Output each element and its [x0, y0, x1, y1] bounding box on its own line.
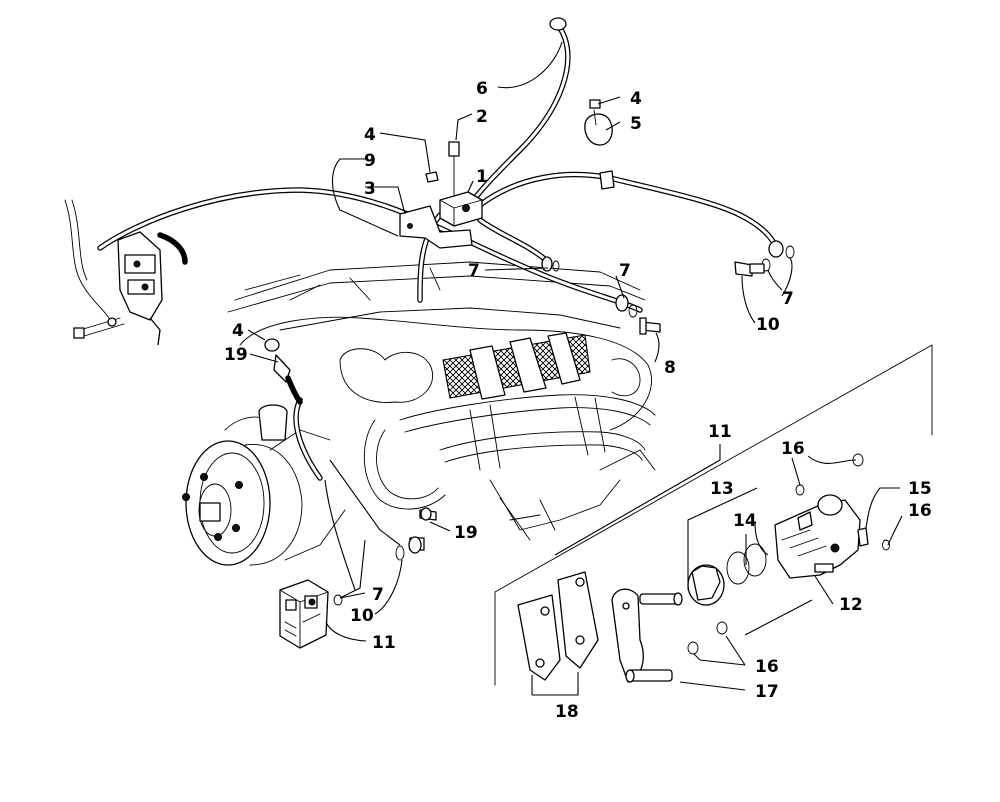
callout-12: 12: [839, 595, 863, 615]
callout-4-top: 4: [364, 125, 376, 145]
callout-15: 15: [908, 479, 932, 499]
callout-7-upper-right: 7: [619, 261, 631, 281]
callout-8: 8: [664, 358, 676, 378]
callout-3: 3: [364, 179, 376, 199]
left-lower-fittings: [264, 338, 437, 606]
callout-18: 18: [555, 702, 579, 722]
hose-clamp: [541, 99, 795, 335]
callout-1: 1: [476, 167, 488, 187]
callout-5: 5: [630, 114, 642, 134]
callout-6: 6: [476, 79, 488, 99]
brake-lines: [64, 25, 778, 591]
callout-16-top: 16: [781, 439, 805, 459]
front-hub-assembly: [182, 404, 346, 566]
callout-7-center: 7: [468, 261, 480, 281]
callout-11-box: 11: [708, 422, 732, 442]
callout-13: 13: [710, 479, 734, 499]
callout-4-right: 4: [630, 89, 642, 109]
callout-4-left: 4: [232, 321, 244, 341]
exploded-caliper-view: [494, 344, 933, 686]
junction-block: [399, 17, 567, 249]
callout-16-lower: 16: [755, 657, 779, 677]
callout-16-right: 16: [908, 501, 932, 521]
leader-lines: [247, 41, 903, 696]
master-cylinder: [73, 231, 163, 346]
callout-14: 14: [733, 511, 757, 531]
atv-front-body: [227, 261, 656, 541]
callout-2: 2: [476, 107, 488, 127]
callout-9: 9: [364, 151, 376, 171]
caliper-installed: [279, 579, 329, 649]
callout-7-right: 7: [782, 289, 794, 309]
callout-7-lower: 7: [372, 585, 384, 605]
callout-19-lower: 19: [454, 523, 478, 543]
callout-10-right: 10: [756, 315, 780, 335]
callout-11-lower: 11: [372, 633, 396, 653]
callout-labels: 1 2 3 4 4 4 5 6 7 7 7 7 8 9 10 10 11 11 …: [224, 79, 932, 722]
callout-17: 17: [755, 682, 779, 702]
callout-19-left: 19: [224, 345, 248, 365]
callout-10-lower: 10: [350, 606, 374, 626]
